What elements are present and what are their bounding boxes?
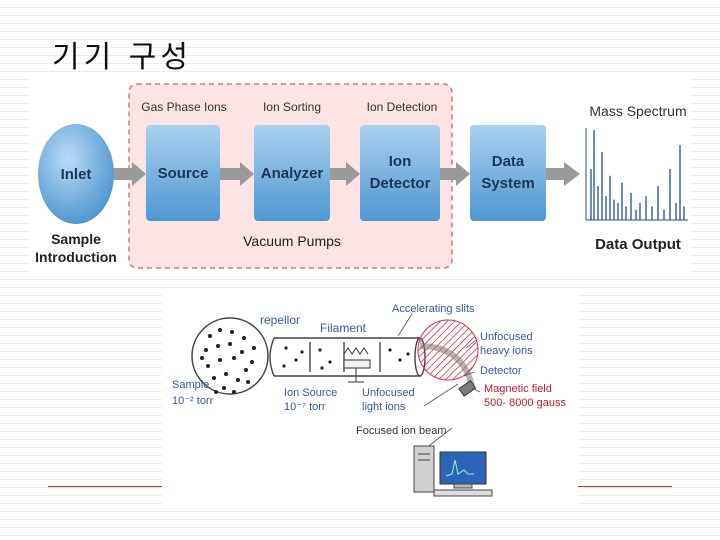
data-output-label: Data Output	[595, 236, 681, 253]
unfocused-heavy-label-2: heavy ions	[480, 345, 533, 357]
footer-line-left	[48, 486, 162, 487]
detector-label-1: Ion	[389, 153, 412, 170]
data-system-box	[470, 125, 546, 221]
footer-line-right	[578, 486, 672, 487]
magnetic-field-label-2: 500- 8000 gauss	[484, 397, 566, 409]
arrow-datasystem-output	[544, 162, 580, 186]
sample-molecule	[216, 344, 220, 348]
sample-molecule	[250, 360, 254, 364]
sample-label-1: Sample	[172, 379, 209, 391]
sample-label-2: 10⁻² torr	[172, 395, 214, 407]
sample-molecule	[208, 334, 212, 338]
filament-label: Filament	[320, 321, 367, 335]
sample-molecule	[232, 356, 236, 360]
slide-title: 기기 구성	[52, 40, 192, 75]
sample-molecule	[218, 328, 222, 332]
mass-spectrum-plot	[585, 128, 688, 221]
sample-molecule	[244, 368, 248, 372]
ion-particle	[320, 366, 324, 370]
unfocused-light-label-2: light ions	[362, 401, 406, 413]
data-system-label-1: Data	[492, 153, 525, 170]
magnetic-field-label-1: Magnetic field	[484, 383, 552, 395]
ion-particle	[282, 364, 286, 368]
mass-spectrum-label: Mass Spectrum	[589, 103, 686, 119]
vacuum-pumps-label: Vacuum Pumps	[243, 233, 341, 249]
filament	[343, 347, 371, 383]
analyzer-box	[254, 125, 330, 221]
ion-particle	[318, 348, 322, 352]
ion-particle	[398, 358, 402, 362]
flow-arrows	[112, 162, 580, 186]
leader-lines	[397, 313, 481, 449]
sample-molecule	[228, 342, 232, 346]
sample-molecule	[206, 364, 210, 368]
analyzer-label: Analyzer	[261, 165, 324, 182]
data-system-label-2: System	[481, 175, 534, 192]
detector-text: Detector	[480, 365, 522, 377]
unfocused-light-label-1: Unfocused	[362, 387, 415, 399]
source-box	[146, 125, 220, 221]
sample-molecule	[252, 346, 256, 350]
arrow-analyzer-detector	[326, 162, 360, 186]
sample-molecule	[230, 330, 234, 334]
inlet-oval	[38, 124, 114, 224]
sample-molecule	[242, 336, 246, 340]
sample-molecule	[222, 386, 226, 390]
ion-particle	[388, 348, 392, 352]
arrow-inlet-source	[112, 162, 146, 186]
detector-element	[458, 380, 477, 397]
sample-molecule	[204, 348, 208, 352]
sample-molecule	[236, 378, 240, 382]
focused-beam-label: Focused ion beam	[356, 425, 447, 437]
sample-molecule	[240, 350, 244, 354]
sample-molecule	[214, 390, 218, 394]
ion-particle	[300, 350, 304, 354]
computer-icon	[413, 445, 493, 497]
ion-source-label-2: 10⁻⁷ torr	[284, 401, 326, 413]
ion-particle	[406, 352, 410, 356]
stage-label-ion-sorting: Ion Sorting	[263, 100, 321, 114]
ion-particle	[328, 360, 332, 364]
flight-tube-curve	[419, 343, 475, 387]
sample-intro-label-2: Introduction	[35, 249, 117, 265]
detector-label-2: Detector	[370, 175, 431, 192]
arrow-detector-datasystem	[436, 162, 470, 186]
ion-particle	[294, 358, 298, 362]
source-label: Source	[158, 165, 209, 182]
stage-label-gas-phase: Gas Phase Ions	[141, 100, 226, 114]
ion-tube	[269, 337, 426, 377]
sample-molecule	[246, 380, 250, 384]
sample-molecule	[224, 372, 228, 376]
ion-source-label-1: Ion Source	[284, 387, 337, 399]
accelerating-slits-label: Accelerating slits	[392, 303, 475, 315]
mass-spectrometer-apparatus-diagram: repellor Filament Accelerating slits Unf…	[162, 288, 578, 506]
inlet-label: Inlet	[61, 166, 92, 183]
sample-molecule	[212, 376, 216, 380]
sample-molecule	[232, 390, 236, 394]
arrow-source-analyzer	[216, 162, 254, 186]
ion-particle	[284, 346, 288, 350]
sample-intro-label-1: Sample	[51, 231, 101, 247]
stage-label-ion-detection: Ion Detection	[367, 100, 438, 114]
detector-box	[360, 125, 440, 221]
mass-spec-flow-diagram: Inlet Sample Introduction Gas Phase Ions…	[28, 78, 692, 274]
sample-molecule	[200, 356, 204, 360]
unfocused-heavy-label-1: Unfocused	[480, 331, 533, 343]
sample-molecule	[218, 358, 222, 362]
repellor-label: repellor	[260, 313, 300, 327]
